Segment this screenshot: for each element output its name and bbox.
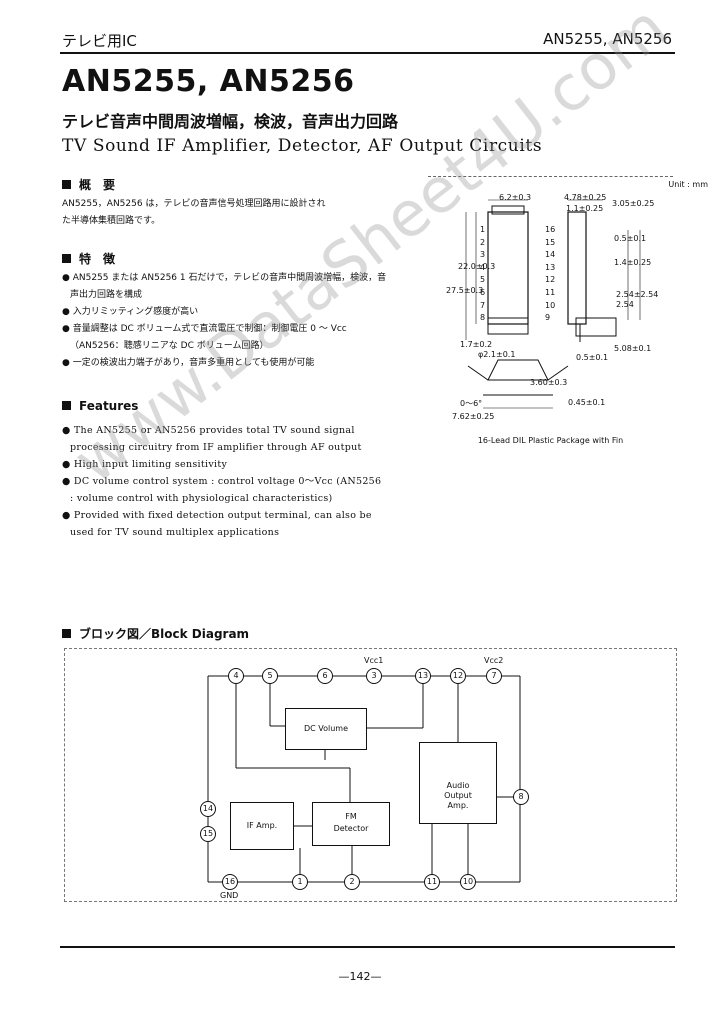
vcc2-label: Vcc2 [484,656,504,665]
dim-label: 3.05±0.25 [612,199,655,208]
dim-label: 7.62±0.25 [452,412,495,421]
list-item: ● 音量調整は DC ボリューム式で直流電圧で制御：制御電圧 0 ～ Vcc（A… [62,324,347,351]
subtitle-japanese: テレビ音声中間周波増幅，検波，音声出力回路 [62,112,399,131]
footer-rule [60,946,675,948]
pin-7: 7 [486,668,502,684]
pin-3: 3 [366,668,382,684]
pin-5: 5 [262,668,278,684]
square-bullet-icon [62,254,71,263]
pin-2: 2 [344,874,360,890]
gnd-label: GND [220,891,239,900]
pin-16: 16 [222,874,238,890]
list-item: ● High input limiting sensitivity [62,459,228,470]
dim-label: 3.60±0.3 [530,378,568,387]
dim-label: 0.5±0.1 [614,234,647,243]
pin-4: 4 [228,668,244,684]
header-part-numbers: AN5255, AN5256 [543,30,672,48]
package-caption: 16-Lead DIL Plastic Package with Fin [477,436,624,445]
vcc1-label: Vcc1 [364,656,384,665]
dim-label: 2.54±2.54 [616,290,659,299]
dim-label: 22.0±0.3 [458,262,496,271]
dim-label: 27.5±0.3 [446,286,484,295]
dim-label: 1.4±0.25 [614,258,652,267]
dim-label: 4.78±0.25 [564,193,607,202]
list-item: ● The AN5255 or AN5256 provides total TV… [62,425,362,453]
pin-1: 1 [292,874,308,890]
features-en-list: ● The AN5255 or AN5256 provides total TV… [62,422,387,541]
dim-label: 0.45±0.1 [568,398,606,407]
pin-14: 14 [200,801,216,817]
block-diagram-frame [64,648,677,902]
pin-11: 11 [424,874,440,890]
features-jp-list: ● AN5255 または AN5256 1 石だけで，テレビの音声中間周波増幅，… [62,270,387,372]
dim-label: 0～6° [460,399,483,408]
if-amp-block: IF Amp. [230,802,294,850]
overview-text: AN5255，AN5256 は，テレビの音声信号処理回路用に設計され た半導体集… [62,199,326,226]
package-outline-area [428,176,673,455]
header-rule [60,52,675,54]
dim-label: 1.1±0.25 [566,204,604,213]
dim-label: 5.08±0.1 [614,344,652,353]
subtitle-english: TV Sound IF Amplifier, Detector, AF Outp… [62,136,543,156]
dim-label: 2.54 [616,300,634,309]
block-diagram-heading: ブロック図／Block Diagram [62,625,249,642]
pin-13: 13 [415,668,431,684]
pin-12: 12 [450,668,466,684]
pin-6: 6 [317,668,333,684]
square-bullet-icon [62,401,71,410]
package-drawing [465,199,641,409]
page-title: AN5255, AN5256 [62,64,355,99]
page-number: —142— [338,970,382,983]
dim-label: φ2.1±0.1 [478,350,516,359]
dim-label: 0.5±0.1 [576,353,609,362]
package-unit-label: Unit : mm [668,180,708,189]
list-item: ● 入力リミッティング感度が高い [62,307,199,317]
features-en-heading: Features [62,399,138,413]
header-category: テレビ用IC [62,32,137,50]
dim-label: 6.2±0.3 [499,193,532,202]
dim-label: 1.7±0.2 [460,340,493,349]
list-item: ● AN5255 または AN5256 1 石だけで，テレビの音声中間周波増幅，… [62,273,387,300]
list-item: ● DC volume control system : control vol… [62,476,382,504]
list-item: ● 一定の検波出力端子があり，音声多重用としても使用が可能 [62,358,315,368]
overview-heading: 概 要 [62,176,115,193]
list-item: ● Provided with fixed detection output t… [62,510,372,538]
features-jp-heading: 特 徴 [62,250,115,267]
square-bullet-icon [62,629,71,638]
square-bullet-icon [62,180,71,189]
pin-10: 10 [460,874,476,890]
pin-15: 15 [200,826,216,842]
pin-8: 8 [513,789,529,805]
dc-volume-block: DC Volume [285,708,367,750]
